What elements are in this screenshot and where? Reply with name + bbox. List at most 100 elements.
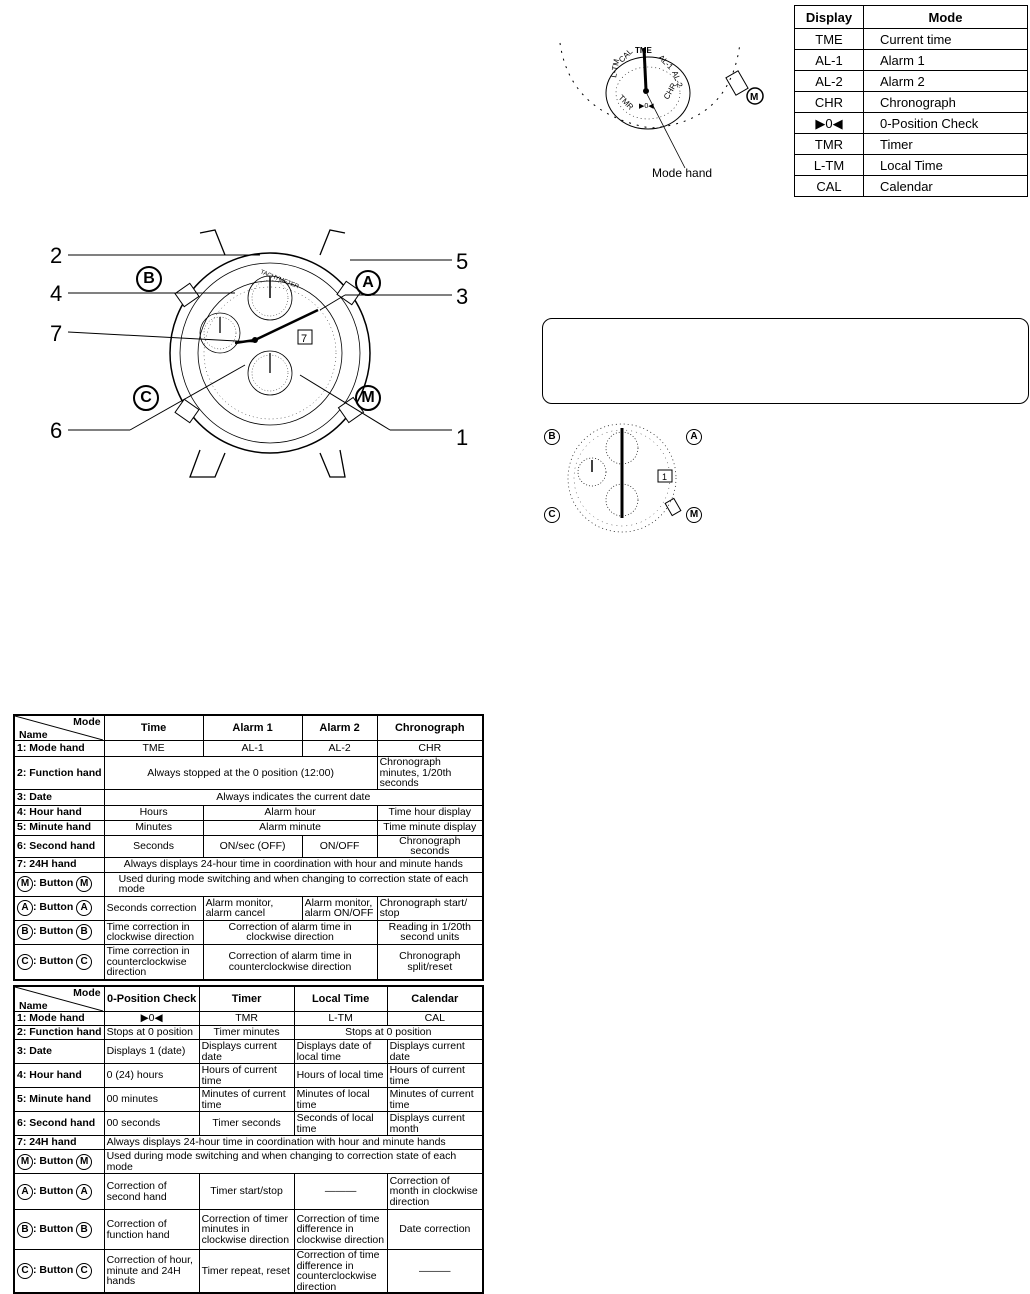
- table-cell: ON/sec (OFF): [202, 834, 303, 858]
- col-alarm1: Alarm 1: [202, 714, 303, 741]
- table-cell: Alarm monitor, alarm ON/OFF: [301, 895, 378, 921]
- display-cell: ▶0◀: [794, 112, 864, 134]
- table-cell: Correction of month in clockwise directi…: [386, 1173, 484, 1210]
- table-row: M: Button M Used during mode switching a…: [13, 871, 484, 897]
- table-cell: Minutes of current time: [386, 1087, 484, 1112]
- header-name: Name: [19, 999, 48, 1012]
- callout-7: 7: [50, 321, 63, 346]
- table-header-row: Display Mode: [794, 5, 1028, 29]
- mode-cell: Current time: [863, 28, 1028, 50]
- callout-1: 1: [456, 425, 469, 450]
- table-row: ▶0◀0-Position Check: [794, 112, 1028, 134]
- table-row: 7: 24H hand Always displays 24-hour time…: [13, 1135, 484, 1150]
- small-button-b-label: B: [548, 431, 556, 442]
- mode-cell: Local Time: [863, 154, 1028, 176]
- button-c-icon: C: [133, 385, 159, 411]
- table-cell: Timer seconds: [198, 1111, 295, 1136]
- row-label: B: Button B: [13, 1209, 105, 1250]
- table-row: 3: Date Displays 1 (date) Displays curre…: [13, 1039, 484, 1064]
- table-row: A: Button A Seconds correction Alarm mon…: [13, 895, 484, 921]
- m-circle-icon: M: [76, 1153, 93, 1170]
- header-mode-name-cell: Mode Name: [13, 714, 105, 741]
- header-mode-name-cell: Mode Name: [13, 985, 105, 1012]
- table-cell: Chronograph split/reset: [376, 943, 484, 981]
- table-row: 1: Mode hand TME AL-1 AL-2 CHR: [13, 740, 484, 757]
- header-mode: Mode: [73, 716, 101, 728]
- a-circle-icon: A: [17, 900, 33, 916]
- header-name: Name: [19, 728, 48, 741]
- table-cell: Seconds correction: [103, 895, 204, 921]
- m-button-icon: [746, 87, 764, 105]
- m-circle-icon: M: [17, 876, 33, 892]
- mode-dial-diagram: TME AL-1 AL-2 CHR ▶0◀ TMR L-TM CAL M Mod…: [559, 42, 764, 180]
- table-cell: Minutes: [103, 819, 204, 836]
- m-circle-icon: M: [17, 1153, 33, 1170]
- col-chronograph: Chronograph: [376, 714, 484, 741]
- watch-diagram: 7 TACHYMETER: [67, 229, 452, 478]
- a-circle-icon: A: [76, 1183, 93, 1200]
- col-calendar: Calendar: [386, 985, 484, 1012]
- row-label: 6: Second hand: [13, 834, 105, 858]
- table-cell: ▶0◀: [103, 1011, 200, 1026]
- button-m-icon: M: [355, 385, 381, 411]
- small-button-c-icon: C: [544, 507, 560, 523]
- table-cell: Displays date of local time: [293, 1039, 388, 1064]
- table-row: 7: 24H hand Always displays 24-hour time…: [13, 856, 484, 873]
- table-cell: Hours of local time: [293, 1063, 388, 1088]
- table-cell: Stops at 0 position: [293, 1025, 484, 1040]
- dial-label: TMR: [617, 93, 636, 112]
- table-cell: Seconds: [103, 834, 204, 858]
- b-circle-icon: B: [76, 1221, 93, 1238]
- table-cell: Alarm hour: [202, 804, 378, 821]
- display-cell: CAL: [794, 175, 864, 197]
- table-header-row: Mode Name Time Alarm 1 Alarm 2 Chronogra…: [13, 714, 484, 741]
- row-label-text: : Button: [33, 877, 74, 889]
- col-0-position-check: 0-Position Check: [103, 985, 200, 1012]
- row-label: 5: Minute hand: [13, 819, 105, 836]
- table-cell: Chronograph start/ stop: [376, 895, 484, 921]
- table-row: 6: Second hand Seconds ON/sec (OFF) ON/O…: [13, 834, 484, 858]
- row-label: A: Button A: [13, 1173, 105, 1210]
- row-label: 1: Mode hand: [13, 1011, 105, 1026]
- table-row: 2: Function hand Always stopped at the 0…: [13, 756, 484, 790]
- mode-hand-caption: Mode hand: [652, 166, 712, 180]
- small-button-c-label: C: [548, 509, 556, 520]
- table-cell: Time minute display: [376, 819, 484, 836]
- row-label-text: : Button: [33, 954, 74, 967]
- note-box: [542, 318, 1029, 404]
- table-cell: Displays current date: [198, 1039, 295, 1064]
- button-b-label: B: [143, 270, 155, 287]
- mode-cell: Timer: [863, 133, 1028, 155]
- table-cell: AL-1: [202, 740, 303, 757]
- table-cell: Hours of current time: [386, 1063, 484, 1088]
- row-label: 7: 24H hand: [13, 1135, 105, 1150]
- button-a-label: A: [362, 274, 374, 291]
- dial-label: L-TM: [609, 58, 621, 78]
- display-cell: TME: [794, 28, 864, 50]
- c-circle-icon: C: [76, 1263, 93, 1279]
- table-cell: Time correction in clockwise direction: [103, 919, 204, 945]
- table-cell: Correction of alarm time in counterclock…: [202, 943, 378, 981]
- table-cell: Chronograph seconds: [376, 834, 484, 858]
- date-window: 7: [301, 333, 307, 345]
- table-cell: Always displays 24-hour time in coordina…: [103, 856, 484, 873]
- table-cell: Time correction in counterclockwise dire…: [103, 943, 204, 981]
- col-alarm2: Alarm 2: [301, 714, 378, 741]
- a-circle-icon: A: [76, 900, 93, 916]
- table-row: B: Button B Correction of function hand …: [13, 1209, 484, 1250]
- a-circle-icon: A: [17, 1183, 33, 1200]
- row-label: 7: 24H hand: [13, 856, 105, 873]
- row-label-text: : Button: [33, 1154, 74, 1167]
- table-cell: Hours: [103, 804, 204, 821]
- row-label: A: Button A: [13, 895, 105, 921]
- callout-6: 6: [50, 418, 63, 443]
- col-timer: Timer: [198, 985, 295, 1012]
- table-cell: Correction of function hand: [103, 1209, 200, 1250]
- row-label: 3: Date: [13, 1039, 105, 1064]
- mode-cell: Chronograph: [863, 91, 1028, 113]
- mode-cell: 0-Position Check: [863, 112, 1028, 134]
